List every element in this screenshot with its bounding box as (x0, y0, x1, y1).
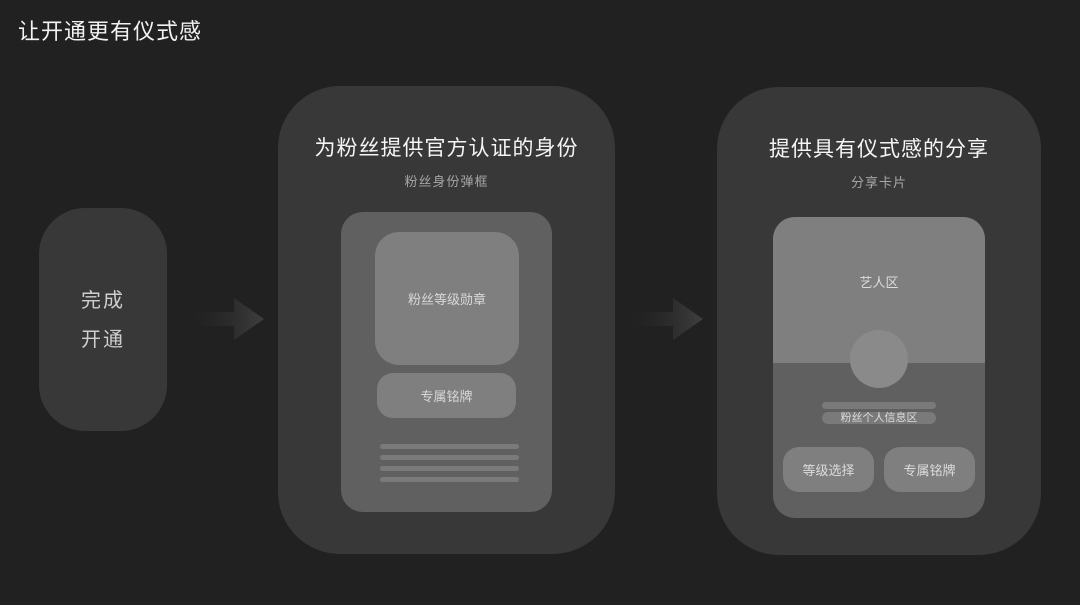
page-title: 让开通更有仪式感 (18, 20, 203, 45)
fan-info-area: 粉丝个人信息区 (822, 412, 936, 424)
step1-card: 为粉丝提供官方认证的身份 粉丝身份弹框 粉丝等级勋章 专属铭牌 (278, 86, 615, 554)
exclusive-nameplate-button[interactable]: 专属铭牌 (884, 447, 975, 492)
arrow-right-icon (192, 298, 264, 340)
artist-area-label: 艺人区 (859, 276, 899, 291)
step1-title: 为粉丝提供官方认证的身份 (314, 136, 579, 160)
exclusive-nameplate: 专属铭牌 (377, 373, 516, 418)
start-line-2: 开通 (81, 326, 125, 351)
fan-level-badge: 粉丝等级勋章 (375, 232, 519, 365)
step2-subtitle: 分享卡片 (850, 176, 907, 191)
arrow-right-icon (631, 298, 703, 340)
fan-identity-dialog: 粉丝等级勋章 专属铭牌 (341, 212, 552, 512)
text-line-placeholder (380, 455, 519, 460)
avatar (850, 330, 908, 388)
text-line-placeholder (380, 466, 519, 471)
start-line-1: 完成 (81, 287, 125, 312)
step2-card: 提供具有仪式感的分享 分享卡片 艺人区 粉丝个人信息区 等级选择 专属铭牌 (717, 87, 1041, 555)
start-node: 完成 开通 (39, 208, 167, 431)
step1-subtitle: 粉丝身份弹框 (404, 175, 489, 190)
text-line-placeholder (380, 477, 519, 482)
text-line-placeholder (380, 444, 519, 449)
level-select-button[interactable]: 等级选择 (783, 447, 874, 492)
info-line-placeholder (822, 402, 936, 409)
share-card: 艺人区 粉丝个人信息区 等级选择 专属铭牌 (773, 217, 985, 518)
step2-title: 提供具有仪式感的分享 (769, 137, 989, 161)
